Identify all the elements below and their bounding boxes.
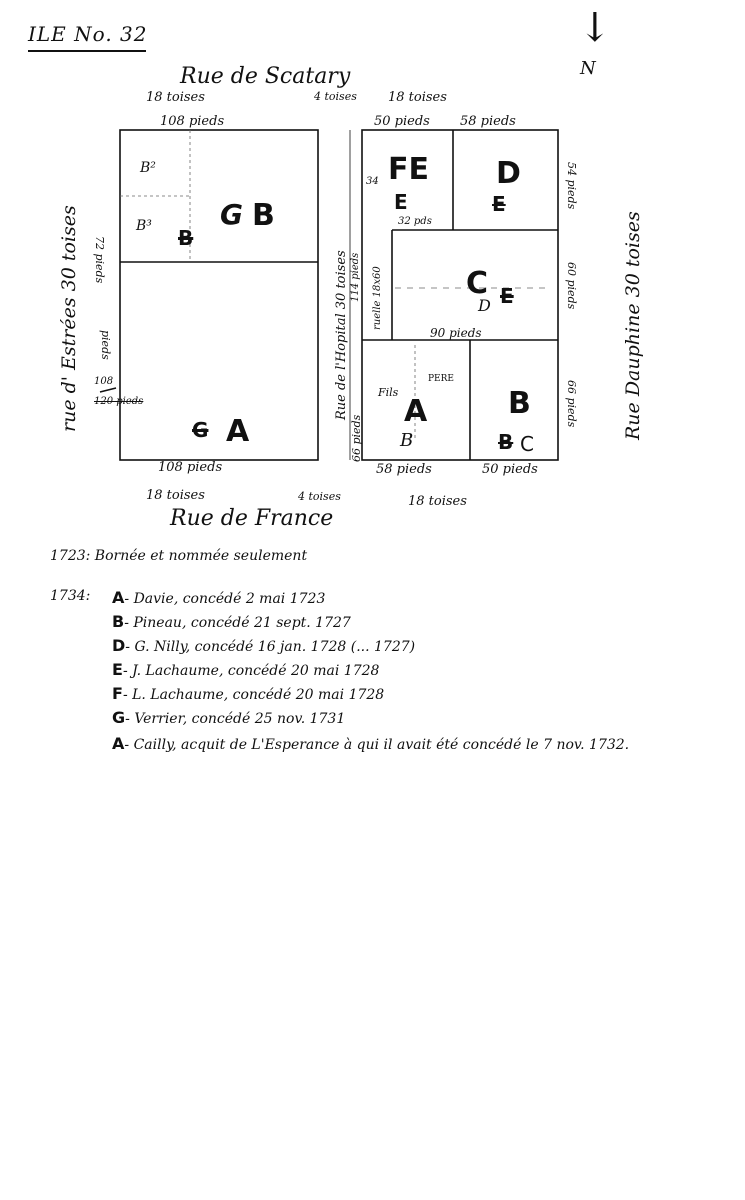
- street-bottom: Rue de France: [170, 506, 334, 531]
- legend-key: F: [112, 684, 123, 703]
- legend-text: - Pineau, concédé 21 sept. 1727: [124, 615, 351, 631]
- legend-key: E: [112, 660, 123, 679]
- page-title: ILE No. 32: [28, 22, 148, 46]
- lot-b3-label: B³: [136, 218, 152, 234]
- top-left-pieds: 108 pieds: [160, 114, 225, 129]
- note-1734-year: 1734:: [50, 588, 91, 604]
- legend-key: A: [112, 588, 125, 607]
- legend-entry: F- L. Lachaume, concédé 20 mai 1728: [112, 684, 384, 703]
- legend-entry: G- Verrier, concédé 25 nov. 1731: [112, 708, 345, 727]
- legend-entry: E- J. Lachaume, concédé 20 mai 1728: [112, 660, 379, 679]
- lot-b-right: B: [508, 386, 531, 421]
- lot-gb-b: B: [252, 198, 275, 233]
- lot-a-left: A: [226, 414, 250, 449]
- bottom-58-pieds: 58 pieds: [376, 462, 432, 477]
- bottom-50-pieds: 50 pieds: [482, 462, 538, 477]
- legend-text: - L. Lachaume, concédé 20 mai 1728: [122, 687, 385, 703]
- right-mid-measure: 60 pieds: [565, 262, 578, 310]
- lot-d-sub: E: [492, 192, 506, 216]
- street-right: Rue Dauphine 30 toises: [622, 211, 644, 440]
- lot-fe-sub: E: [394, 190, 408, 214]
- street-top: Rue de Scatary: [180, 64, 351, 89]
- street-middle: Rue de l'Hopital 30 toises: [334, 250, 349, 420]
- right-lower-measure: 66 pieds: [565, 380, 578, 428]
- left-lower-unit: pieds: [99, 330, 112, 360]
- left-lower-struck: 120 pieds: [94, 396, 144, 407]
- lot-gb-struck: B: [178, 226, 194, 250]
- right-block-outline: [361, 129, 559, 461]
- north-label: N: [580, 58, 596, 79]
- top-mid-toises: 4 toises: [314, 90, 357, 103]
- lot-b2-label: B²: [140, 160, 156, 176]
- legend-text: - Verrier, concédé 25 nov. 1731: [125, 711, 346, 727]
- legend-entry: B- Pineau, concédé 21 sept. 1727: [112, 612, 351, 631]
- strike-120: [99, 387, 117, 393]
- legend-entry: A- Cailly, acquit de L'Esperance à qui i…: [112, 734, 629, 753]
- street-left: rue d' Estrées 30 toises: [58, 205, 80, 432]
- top-right-50-pieds: 50 pieds: [374, 114, 430, 129]
- lot-c-struck: E: [500, 284, 514, 308]
- legend-key: D: [112, 636, 126, 655]
- lot-a-right-sub: B: [400, 430, 414, 451]
- bottom-mid-toises: 4 toises: [298, 490, 341, 503]
- legend-key: B: [112, 612, 125, 631]
- lot-c: C: [466, 266, 489, 301]
- lot-a-right: A: [404, 394, 428, 429]
- top-left-toises: 18 toises: [146, 90, 205, 105]
- lot-gb-g: G: [220, 198, 243, 231]
- legend-key: A: [112, 734, 125, 753]
- lot-c-d: D: [478, 296, 491, 315]
- lot-bc-struck: B: [498, 430, 514, 454]
- legend-text: - Davie, concédé 2 mai 1723: [124, 591, 326, 607]
- right-upper-measure: 54 pieds: [565, 162, 578, 210]
- lot-bc-c: C: [520, 432, 534, 456]
- lot-a-left-struck: G: [192, 418, 209, 442]
- note-1723: 1723: Bornée et nommée seulement: [50, 548, 308, 564]
- lot-fe: FE: [388, 152, 429, 187]
- c-90-measure: 90 pieds: [430, 326, 482, 340]
- top-right-58-pieds: 58 pieds: [460, 114, 516, 129]
- mid-lower-left-measure: 66 pieds: [350, 414, 363, 462]
- lot-d: D: [496, 156, 521, 191]
- lot-pere-label: PERE: [428, 374, 454, 384]
- fe-34-measure: 34: [366, 176, 379, 187]
- title-underline: [28, 50, 146, 52]
- bottom-left-pieds: 108 pieds: [158, 460, 223, 475]
- top-right-toises: 18 toises: [388, 90, 447, 105]
- ruelle-label: ruelle 18x60: [372, 266, 383, 330]
- legend-key: G: [112, 708, 126, 727]
- left-lower-new: 108: [94, 376, 114, 387]
- left-block-outline: [119, 129, 319, 461]
- legend-text: - G. Nilly, concédé 16 jan. 1728 (... 17…: [125, 639, 416, 655]
- bottom-left-toises: 18 toises: [146, 488, 205, 503]
- legend-entry: D- G. Nilly, concédé 16 jan. 1728 (... 1…: [112, 636, 415, 655]
- north-arrow-icon: ↓: [578, 5, 612, 51]
- legend-text: - J. Lachaume, concédé 20 mai 1728: [122, 663, 380, 679]
- lot-fils-label: Fils: [378, 386, 399, 399]
- legend-entry: A- Davie, concédé 2 mai 1723: [112, 588, 325, 607]
- mid-114-measure: 114 pieds: [350, 252, 361, 302]
- fe-32-measure: 32 pds: [398, 216, 432, 227]
- legend-text: - Cailly, acquit de L'Esperance à qui il…: [124, 737, 630, 753]
- bottom-right-toises: 18 toises: [408, 494, 467, 509]
- left-upper-measure: 72 pieds: [93, 236, 106, 284]
